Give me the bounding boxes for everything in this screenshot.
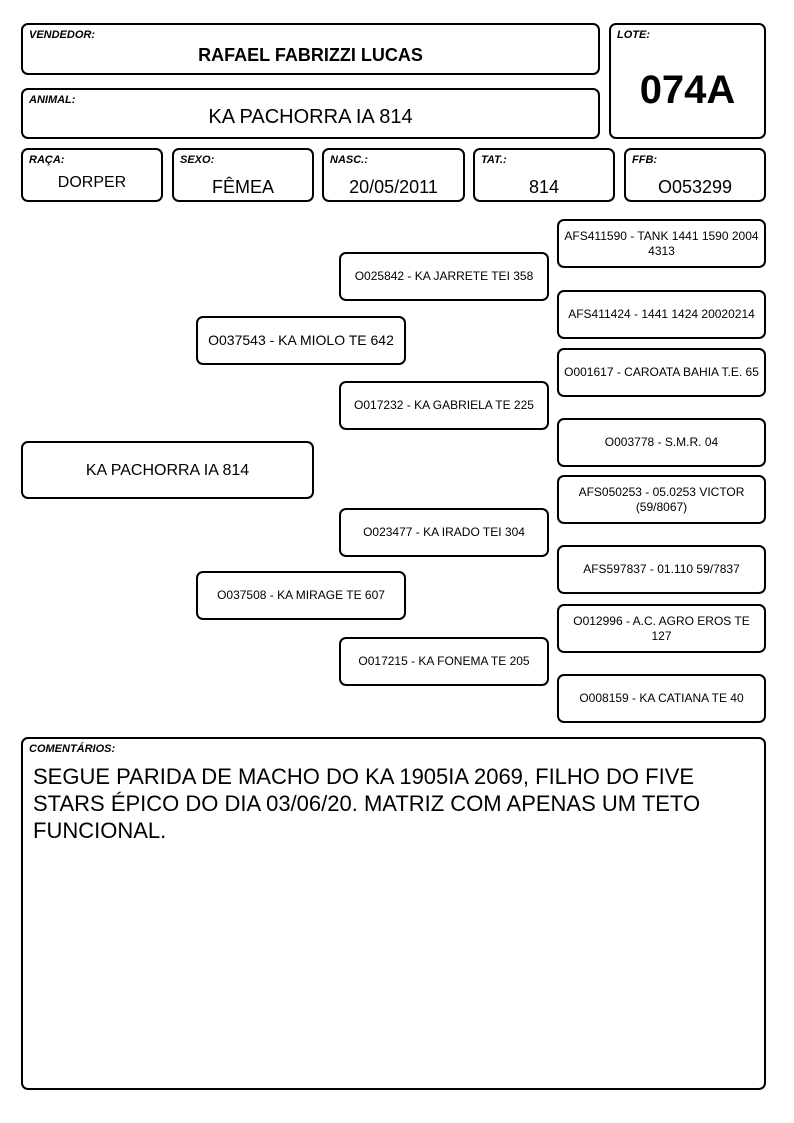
raca-box: RAÇA: DORPER xyxy=(21,148,163,202)
animal-box: ANIMAL: KA PACHORRA IA 814 xyxy=(21,88,600,139)
raca-value: DORPER xyxy=(57,174,127,191)
vendedor-value: RAFAEL FABRIZZI LUCAS xyxy=(198,45,423,65)
raca-label: RAÇA: xyxy=(29,154,65,166)
pedigree-g3-5: AFS050253 - 05.0253 VICTOR (59/8067) xyxy=(557,475,766,524)
ffb-label: FFB: xyxy=(632,154,658,166)
animal-label: ANIMAL: xyxy=(29,94,76,106)
pedigree-dam-sire: O023477 - KA IRADO TEI 304 xyxy=(339,508,549,557)
pedigree-g3-1: AFS411590 - TANK 1441 1590 2004 4313 xyxy=(557,219,766,268)
lote-value: 074A xyxy=(639,68,736,112)
sexo-value: FÊMEA xyxy=(211,177,274,197)
comentarios-label: COMENTÁRIOS: xyxy=(29,743,116,755)
comentarios-text: SEGUE PARIDA DE MACHO DO KA 1905IA 2069,… xyxy=(33,764,701,843)
pedigree-animal: KA PACHORRA IA 814 xyxy=(21,441,314,499)
lote-label: LOTE: xyxy=(617,29,650,41)
pedigree-dam: O037508 - KA MIRAGE TE 607 xyxy=(196,571,406,620)
pedigree-sire: O037543 - KA MIOLO TE 642 xyxy=(196,316,406,365)
sexo-label: SEXO: xyxy=(180,154,215,166)
pedigree-g3-6: AFS597837 - 01.110 59/7837 xyxy=(557,545,766,594)
ffb-box: FFB: O053299 xyxy=(624,148,766,202)
pedigree-dam-dam: O017215 - KA FONEMA TE 205 xyxy=(339,637,549,686)
pedigree-g3-7: O012996 - A.C. AGRO EROS TE 127 xyxy=(557,604,766,653)
ffb-value: O053299 xyxy=(657,177,733,197)
pedigree-g3-8: O008159 - KA CATIANA TE 40 xyxy=(557,674,766,723)
vendedor-box: VENDEDOR: RAFAEL FABRIZZI LUCAS xyxy=(21,23,600,75)
vendedor-label: VENDEDOR: xyxy=(29,29,96,41)
lote-box: LOTE: 074A xyxy=(609,23,766,139)
nasc-box: NASC.: 20/05/2011 xyxy=(322,148,465,202)
nasc-value: 20/05/2011 xyxy=(349,177,438,197)
pedigree-g3-3: O001617 - CAROATA BAHIA T.E. 65 xyxy=(557,348,766,397)
animal-value: KA PACHORRA IA 814 xyxy=(208,106,413,128)
pedigree-g3-4: O003778 - S.M.R. 04 xyxy=(557,418,766,467)
pedigree-sire-dam: O017232 - KA GABRIELA TE 225 xyxy=(339,381,549,430)
tat-value: 814 xyxy=(528,177,560,197)
comentarios-box: COMENTÁRIOS: SEGUE PARIDA DE MACHO DO KA… xyxy=(21,737,766,1090)
tat-box: TAT.: 814 xyxy=(473,148,615,202)
sexo-box: SEXO: FÊMEA xyxy=(172,148,314,202)
tat-label: TAT.: xyxy=(481,154,507,166)
pedigree-g3-2: AFS411424 - 1441 1424 20020214 xyxy=(557,290,766,339)
nasc-label: NASC.: xyxy=(330,154,368,166)
pedigree-sire-sire: O025842 - KA JARRETE TEI 358 xyxy=(339,252,549,301)
